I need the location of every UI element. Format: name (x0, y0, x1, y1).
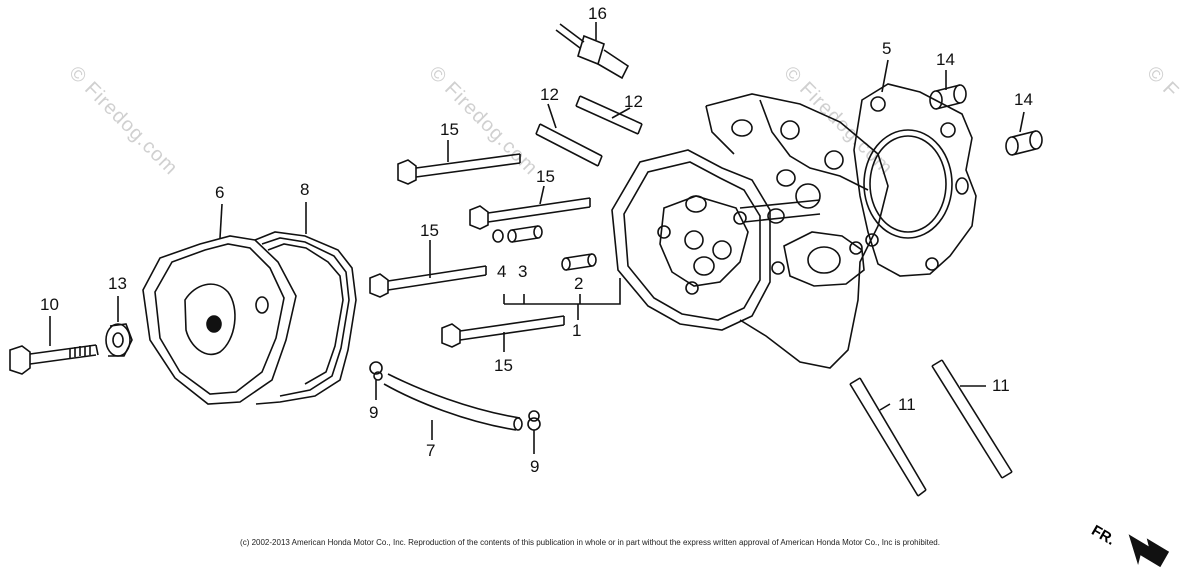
callout-12: 12 (624, 92, 643, 111)
callout-4: 4 (497, 262, 507, 281)
callout-10: 10 (40, 295, 59, 314)
tube-clip-right[interactable] (527, 410, 541, 431)
callout-15: 15 (536, 167, 555, 186)
callout-14: 14 (936, 50, 955, 69)
flange-bolt-upper[interactable] (397, 153, 521, 185)
callout-9: 9 (530, 457, 540, 476)
spark-plug[interactable] (555, 23, 630, 80)
cylinder-head-gasket[interactable] (853, 83, 977, 277)
callout-11: 11 (992, 376, 1010, 395)
dowel-pin-top[interactable] (929, 84, 967, 110)
leader-lines (49, 22, 1025, 454)
callout-9: 9 (369, 403, 379, 422)
stud-bolt-a[interactable] (535, 123, 603, 167)
callout-13: 13 (108, 274, 127, 293)
callout-6: 6 (215, 183, 225, 202)
washer[interactable] (105, 323, 133, 357)
callout-14: 14 (1014, 90, 1033, 109)
callout-15: 15 (440, 120, 459, 139)
callout-1: 1 (572, 321, 582, 340)
callout-7: 7 (426, 441, 436, 460)
callout-3: 3 (518, 262, 528, 281)
flange-bolt[interactable] (9, 344, 99, 375)
callout-2: 2 (574, 274, 584, 293)
valve-guide[interactable] (561, 253, 597, 271)
callout-16: 16 (588, 4, 607, 23)
callout-12: 12 (540, 85, 559, 104)
stud-bolt-b[interactable] (575, 95, 643, 135)
callout-11: 11 (898, 395, 916, 414)
dowel-pin[interactable] (507, 225, 543, 243)
callout-8: 8 (300, 180, 310, 199)
flange-bolt-mid[interactable] (369, 265, 487, 298)
cover-gasket[interactable] (254, 231, 357, 405)
copyright-notice: (c) 2002-2013 American Honda Motor Co., … (240, 538, 940, 547)
callout-5: 5 (882, 39, 892, 58)
cylinder-head[interactable] (611, 93, 889, 369)
tube-clip-left[interactable] (369, 361, 383, 381)
long-stud-right[interactable] (931, 359, 1013, 479)
o-ring[interactable] (492, 229, 504, 243)
flange-bolt-lower[interactable] (441, 315, 565, 348)
front-direction-arrow (1128, 534, 1170, 568)
breather-tube[interactable] (383, 373, 523, 431)
dowel-pin-right[interactable] (1005, 130, 1043, 156)
long-stud-left[interactable] (849, 377, 927, 497)
cylinder-head-cover[interactable] (142, 235, 297, 405)
callout-15: 15 (420, 221, 439, 240)
callout-15: 15 (494, 356, 513, 375)
flange-bolt-mid-upper[interactable] (469, 197, 591, 230)
